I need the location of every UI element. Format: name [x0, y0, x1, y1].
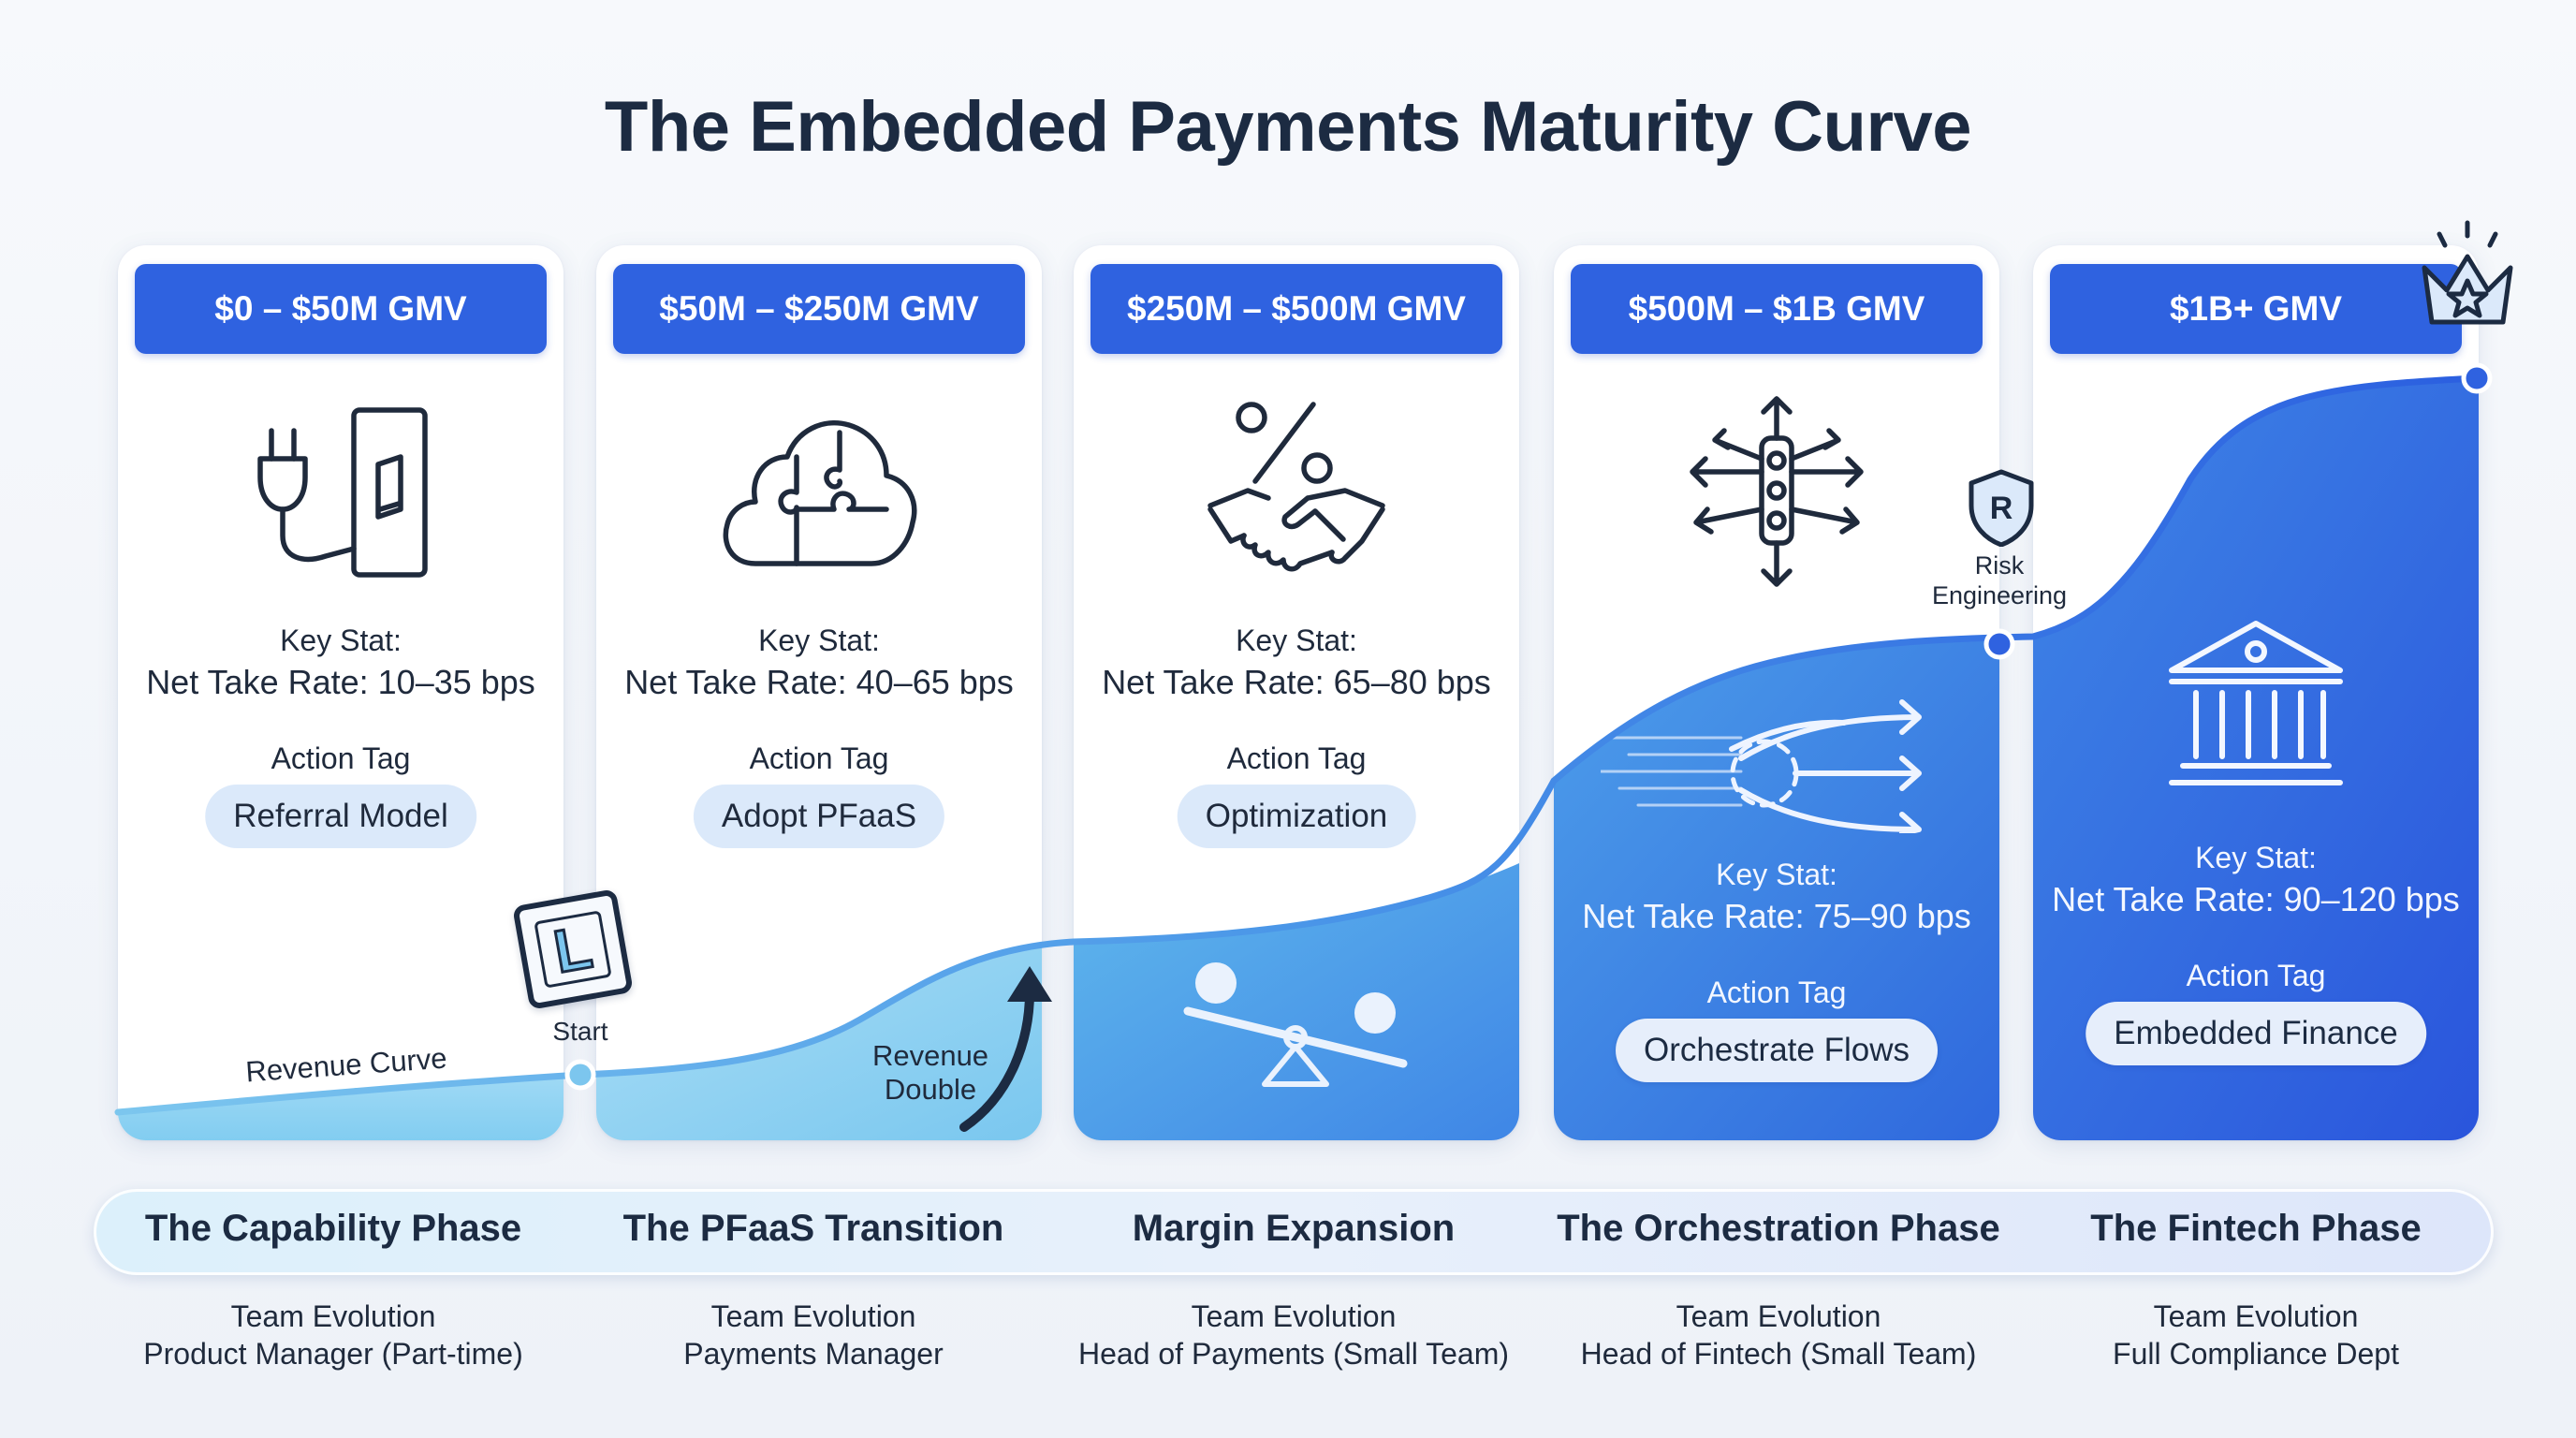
key-stat-value: Net Take Rate: 65–80 bps	[1102, 663, 1491, 701]
key-stat-label: Key Stat:	[280, 624, 402, 657]
action-tag-label: Action Tag	[749, 741, 889, 775]
learner-badge-icon: L	[512, 888, 634, 1010]
percent-handshake-icon	[1208, 402, 1385, 572]
key-stat-value: Net Take Rate: 10–35 bps	[146, 663, 535, 701]
team-role: Full Compliance Dept	[2113, 1337, 2399, 1371]
gmv-range-header: $50M – $250M GMV	[613, 264, 1025, 354]
action-tag[interactable]: Optimization	[1177, 785, 1416, 848]
key-stat-value: Net Take Rate: 75–90 bps	[1582, 897, 1971, 935]
phase-label-2: The PFaaS Transition	[622, 1208, 1004, 1249]
action-tag-label: Action Tag	[1706, 976, 1847, 1009]
action-tag[interactable]: Adopt PFaaS	[693, 785, 945, 848]
learner-badge-letter: L	[534, 910, 612, 989]
stage-card-4: $500M – $1B GMV Key Stat: Net Take Rate:…	[1554, 245, 1999, 1140]
action-tag-label: Action Tag	[2186, 959, 2326, 992]
key-stat-label: Key Stat:	[2195, 841, 2317, 874]
stage-card-3: $250M – $500M GMV Key Stat: Net Take Rat…	[1074, 245, 1519, 1140]
gmv-range-header: $250M – $500M GMV	[1090, 264, 1502, 354]
team-role: Payments Manager	[683, 1337, 944, 1371]
action-tag[interactable]: Embedded Finance	[2086, 1002, 2426, 1065]
revenue-double-line1: Revenue	[871, 1039, 989, 1072]
team-evolution-label: Team Evolution	[2153, 1299, 2359, 1333]
cloud-puzzle-icon	[723, 420, 917, 566]
stage-card-5: $1B+ GMV Key Stat: Net Take Rate: 90–120…	[2033, 245, 2479, 1140]
key-stat-value: Net Take Rate: 40–65 bps	[624, 663, 1014, 701]
gmv-range-header: $500M – $1B GMV	[1571, 264, 1983, 354]
plug-switch-icon	[257, 407, 428, 578]
phase-label-3: Margin Expansion	[1132, 1208, 1456, 1249]
key-stat-label: Key Stat:	[1236, 624, 1357, 657]
risk-badge-letter: R	[1990, 491, 2013, 526]
risk-engineering-label: Risk Engineering	[1915, 550, 2084, 610]
stage-card-1: $0 – $50M GMV Key Stat: Net Take Rate: 1…	[118, 245, 564, 1140]
team-evolution-label: Team Evolution	[1676, 1299, 1881, 1333]
phase-bar	[94, 1189, 2494, 1275]
curve-node-start	[564, 1059, 596, 1091]
shield-icon: R	[1969, 469, 2034, 547]
team-evolution-label: Team Evolution	[710, 1299, 916, 1333]
key-stat-label: Key Stat:	[758, 624, 880, 657]
team-evolution-label: Team Evolution	[1191, 1299, 1397, 1333]
team-evolution-label: Team Evolution	[230, 1299, 436, 1333]
bank-building-icon	[2169, 621, 2343, 785]
action-tag[interactable]: Referral Model	[205, 785, 476, 848]
action-tag-label: Action Tag	[271, 741, 411, 775]
gmv-range-header: $0 – $50M GMV	[135, 264, 547, 354]
key-stat-value: Net Take Rate: 90–120 bps	[2052, 880, 2460, 918]
revenue-double-line2: Double	[884, 1073, 977, 1106]
flow-streams-icon	[1601, 699, 1922, 833]
stage-card-2: $50M – $250M GMV Key Stat: Net Take Rate…	[596, 245, 1042, 1140]
key-stat-label: Key Stat:	[1716, 858, 1837, 891]
risk-label-line2: Engineering	[1931, 581, 2068, 609]
start-label: Start	[552, 1017, 608, 1046]
team-role: Head of Fintech (Small Team)	[1580, 1337, 1977, 1371]
action-tag-label: Action Tag	[1226, 741, 1367, 775]
seesaw-balance-icon	[1183, 962, 1408, 1087]
phase-label-4: The Orchestration Phase	[1557, 1208, 2000, 1249]
team-role: Product Manager (Part-time)	[143, 1337, 523, 1371]
phase-label-5: The Fintech Phase	[2090, 1208, 2422, 1249]
risk-label-line1: Risk	[1974, 551, 2025, 580]
revenue-double-label: Revenue Double	[856, 1039, 1005, 1107]
team-role: Head of Payments (Small Team)	[1077, 1337, 1510, 1371]
action-tag[interactable]: Orchestrate Flows	[1616, 1019, 1938, 1082]
phase-label-1: The Capability Phase	[144, 1208, 522, 1249]
gmv-range-header: $1B+ GMV	[2050, 264, 2462, 354]
page-title: The Embedded Payments Maturity Curve	[604, 87, 1972, 167]
traffic-light-arrows-icon	[1690, 396, 1864, 587]
